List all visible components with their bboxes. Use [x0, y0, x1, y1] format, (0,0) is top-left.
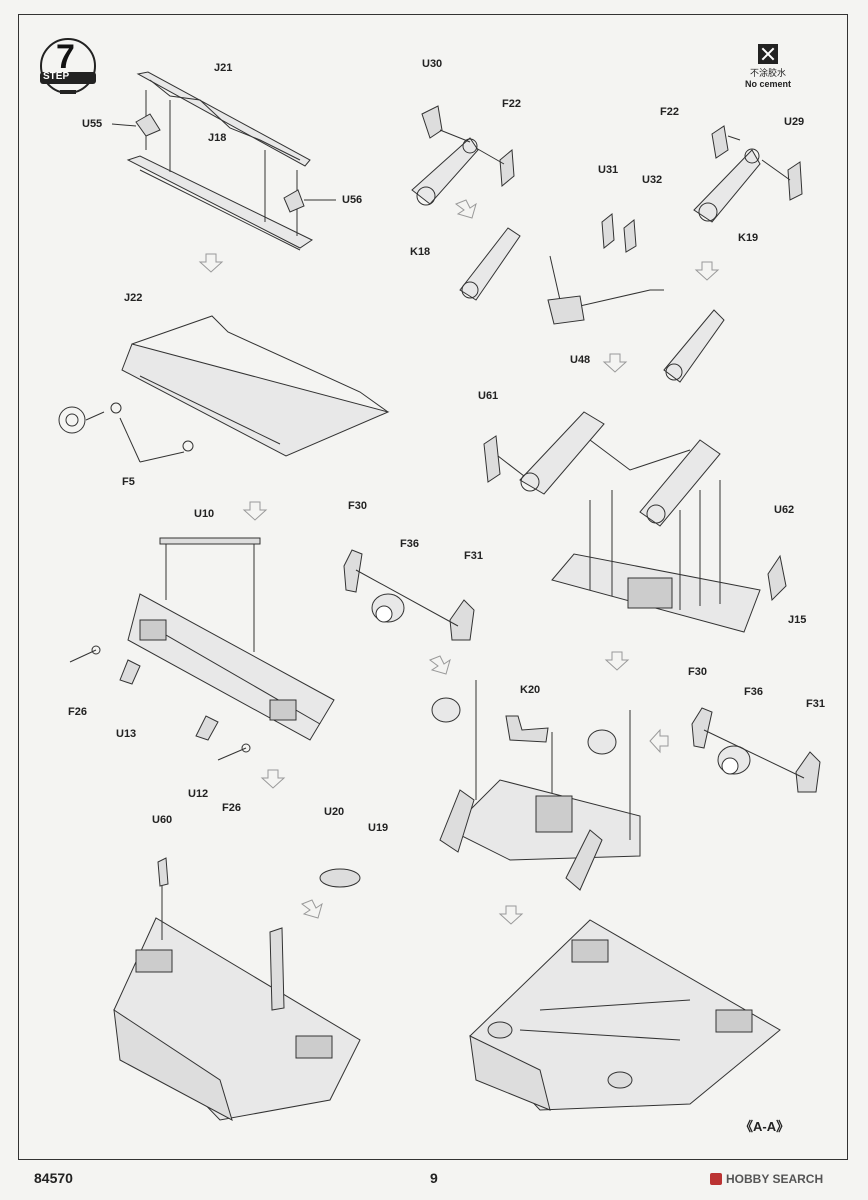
rail-assembly-j22	[58, 315, 390, 463]
part-label: K18	[410, 246, 431, 258]
part-label: U48	[570, 354, 591, 366]
suspension-k20	[431, 680, 641, 891]
step-badge: 7 STEP	[38, 38, 100, 98]
final-assembly-right	[469, 919, 781, 1111]
no-cement-icon	[758, 44, 778, 64]
part-label: U10	[194, 508, 215, 520]
step-word: STEP	[43, 71, 70, 82]
page-number: 9	[430, 1170, 438, 1186]
part-label: F5	[122, 476, 135, 488]
part-label: U62	[774, 504, 795, 516]
part-label: F36	[400, 538, 419, 550]
part-label: U60	[152, 814, 173, 826]
part-label: U20	[324, 806, 345, 818]
arm-k19	[693, 125, 803, 223]
no-cement-english: No cement	[744, 79, 791, 89]
part-label: K20	[520, 684, 541, 696]
section-mark: 《A-A》	[740, 1119, 790, 1134]
part-label: U31	[598, 164, 619, 176]
part-label: U55	[82, 118, 103, 130]
part-label: J21	[214, 62, 233, 74]
wheel-group-f36-b	[691, 707, 821, 793]
rail-assembly-j21-j18	[111, 71, 336, 251]
part-label: U19	[368, 822, 389, 834]
final-assembly-left	[113, 857, 361, 1122]
watermark-text: HOBBY SEARCH	[726, 1172, 824, 1186]
wheel-group-f36-a	[343, 549, 475, 641]
part-label: F22	[660, 106, 679, 118]
step-number: 7	[56, 38, 75, 76]
part-label: J15	[788, 614, 807, 626]
page-border	[18, 14, 848, 1160]
no-cement-marker: 不涂胶水 No cement	[738, 44, 798, 89]
product-code: 84570	[34, 1170, 73, 1186]
arm-pair-u48	[459, 213, 725, 383]
hull-frame-u10	[69, 537, 335, 761]
part-label: U13	[116, 728, 137, 740]
watermark: HOBBY SEARCH	[710, 1172, 823, 1186]
brand-logo-icon	[710, 1173, 722, 1185]
part-label: U56	[342, 194, 363, 206]
suspension-j15	[483, 411, 787, 633]
part-label: F26	[222, 802, 241, 814]
part-label: U29	[784, 116, 805, 128]
part-label: J22	[124, 292, 143, 304]
arm-k18	[411, 105, 515, 206]
part-label: F31	[806, 698, 825, 710]
part-label: F36	[744, 686, 763, 698]
part-label: J18	[208, 132, 227, 144]
part-label: K19	[738, 232, 759, 244]
part-label: U32	[642, 174, 663, 186]
part-label: F30	[348, 500, 367, 512]
part-label: F31	[464, 550, 483, 562]
part-label: F22	[502, 98, 521, 110]
no-cement-chinese: 不涂胶水	[749, 69, 786, 79]
part-label: U30	[422, 58, 443, 70]
step-badge-icon	[40, 38, 96, 94]
part-label: F26	[68, 706, 87, 718]
part-label: F30	[688, 666, 707, 678]
part-label: U61	[478, 390, 499, 402]
part-label: U12	[188, 788, 209, 800]
